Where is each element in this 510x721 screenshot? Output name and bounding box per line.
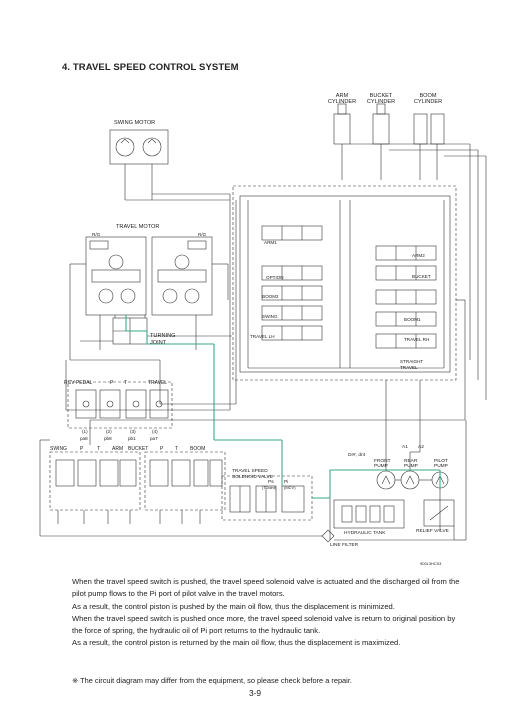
swing-motor-label: SWING MOTOR bbox=[114, 120, 155, 126]
arm-cylinder bbox=[333, 103, 351, 160]
pedal-pilot-4: pa7 bbox=[150, 436, 158, 441]
spool-bucket-label: BUCKET bbox=[412, 274, 431, 279]
bucket-cylinder-label-1: BUCKET bbox=[370, 93, 393, 99]
rcv-lever-right bbox=[144, 451, 226, 511]
paragraph: When the travel speed switch is pushed, … bbox=[72, 577, 460, 599]
spool-option bbox=[261, 265, 323, 281]
spool-arm1 bbox=[261, 225, 323, 241]
repair-note: ※ The circuit diagram may differ from th… bbox=[72, 676, 352, 685]
lever-right-p: P bbox=[160, 446, 164, 452]
pilot-port-tjoint: (T.Joint) bbox=[262, 485, 277, 490]
travel-speed-pilot-line bbox=[125, 315, 441, 499]
spool-option-label: OPTION bbox=[266, 275, 284, 280]
spool-boom1-label: BOOM1 bbox=[404, 317, 421, 322]
pilot-port-mcv: (MCV) bbox=[284, 485, 296, 490]
rg-left-label: R/G bbox=[92, 232, 101, 237]
spool-straight-travel-label-2: TRAVEL bbox=[400, 365, 418, 370]
spool-arm2-label: ARM2 bbox=[412, 253, 425, 258]
figure-code: 900L3HC03 bbox=[420, 561, 442, 566]
arm-cylinder-label-2: CYLINDER bbox=[328, 99, 356, 105]
drain-label: Dr#, dr4 bbox=[348, 452, 366, 458]
spool-swing-label: SWING bbox=[262, 314, 278, 319]
travel-motor-right bbox=[151, 236, 213, 316]
pedal-port-3: (3) bbox=[130, 429, 136, 434]
spool-travel-lh-label: TRAVEL LH bbox=[250, 334, 275, 339]
boom-cylinder-label-1: BOOM bbox=[419, 93, 436, 99]
swing-motor bbox=[109, 129, 169, 165]
rcv-pedal-travel: TRAVEL bbox=[148, 380, 167, 386]
rcv-pedal-t: T bbox=[124, 380, 127, 386]
rcv-pedal-label: RCV PEDAL bbox=[64, 380, 93, 386]
port-a1: A1 bbox=[402, 444, 408, 450]
pedal-port-4: (4) bbox=[152, 429, 158, 434]
arm-cylinder-label-1: ARM bbox=[336, 93, 349, 99]
lever-left-p: P bbox=[80, 446, 84, 452]
relief-valve bbox=[423, 499, 455, 527]
hydraulic-tank-label: HYDRAULIC TANK bbox=[344, 530, 386, 536]
travel-motor-left bbox=[85, 236, 147, 316]
swing-label: SWING bbox=[50, 446, 67, 452]
solenoid-valve-label-1: TRAVEL SPEED bbox=[232, 468, 268, 474]
pedal-port-1: (1) bbox=[82, 429, 88, 434]
front-pump-label-1: FRONT bbox=[374, 458, 391, 464]
main-control-valve bbox=[232, 185, 457, 381]
rcv-pedal-p: P bbox=[110, 380, 114, 386]
spool-straight-travel bbox=[375, 333, 437, 349]
boom-label: BOOM bbox=[190, 446, 205, 452]
boom-cylinder bbox=[413, 113, 445, 160]
rcv-pedal bbox=[67, 381, 173, 429]
pilot-port-pi: Pi bbox=[284, 479, 288, 485]
port-a2: A2 bbox=[418, 444, 424, 450]
solenoid-valve-label-2: SOLENOID VALVE bbox=[232, 474, 273, 480]
relief-valve-label: RELIEF VALVE bbox=[416, 528, 449, 534]
hydraulic-circuit-diagram: ARM CYLINDER BUCKET CYLINDER BOOM CYLIND… bbox=[39, 93, 487, 566]
page-number: 3-9 bbox=[248, 688, 262, 698]
bucket-label: BUCKET bbox=[128, 446, 148, 452]
spool-boom2-label: BOOM2 bbox=[262, 294, 279, 299]
spool-arm1-label: ARM1 bbox=[264, 240, 277, 245]
bucket-cylinder-label-2: CYLINDER bbox=[367, 99, 395, 105]
pedal-port-2: (2) bbox=[106, 429, 112, 434]
pedal-pilot-3: pb1 bbox=[128, 436, 136, 441]
paragraph: As a result, the control piston is pushe… bbox=[72, 601, 395, 611]
pilot-pump-label-1: PILOT bbox=[434, 458, 448, 464]
pump-assembly bbox=[376, 470, 449, 490]
rear-pump-label-2: PUMP bbox=[404, 463, 418, 469]
turning-joint-label-1: TURNING bbox=[150, 333, 175, 339]
spool-boom2 bbox=[261, 285, 323, 301]
arm-label: ARM bbox=[112, 446, 123, 452]
bucket-cylinder bbox=[372, 103, 390, 160]
spool-boom1 bbox=[375, 289, 437, 305]
spool-travel-rh bbox=[375, 311, 437, 327]
hydraulic-tank bbox=[333, 499, 405, 529]
travel-speed-solenoid-valve bbox=[221, 475, 313, 521]
paragraph: As a result, the control piston is retur… bbox=[72, 638, 401, 648]
boom-cylinder-label-2: CYLINDER bbox=[414, 99, 442, 105]
rear-pump-label-1: REAR bbox=[404, 458, 418, 464]
line-filter-label: LINE FILTER bbox=[330, 542, 359, 548]
line-filter bbox=[321, 529, 335, 543]
spool-swing bbox=[261, 305, 323, 321]
spool-travel-lh bbox=[261, 325, 323, 341]
rcv-lever-left bbox=[49, 451, 141, 511]
turning-joint-label-2: JOINT bbox=[150, 340, 167, 346]
lever-right-t: T bbox=[175, 446, 178, 452]
pedal-pilot-1: pa8 bbox=[80, 436, 88, 441]
description: When the travel speed switch is pushed, … bbox=[72, 576, 464, 650]
front-pump-label-2: PUMP bbox=[374, 463, 388, 469]
travel-motor-label: TRAVEL MOTOR bbox=[116, 224, 159, 230]
pilot-pump-label-2: PUMP bbox=[434, 463, 448, 469]
rg-right-label: R/G bbox=[198, 232, 207, 237]
section-title: 4. TRAVEL SPEED CONTROL SYSTEM bbox=[62, 62, 239, 73]
spool-straight-travel-label-1: STRAIGHT bbox=[400, 359, 423, 364]
lever-left-t: T bbox=[97, 446, 100, 452]
spool-bucket bbox=[375, 265, 437, 281]
spool-arm2 bbox=[375, 245, 437, 261]
paragraph: When the travel speed switch is pushed o… bbox=[72, 613, 456, 636]
spool-travel-rh-label: TRAVEL RH bbox=[404, 337, 429, 342]
pedal-pilot-2: pb8 bbox=[104, 436, 112, 441]
pilot-port-ps: Ps bbox=[268, 479, 274, 485]
